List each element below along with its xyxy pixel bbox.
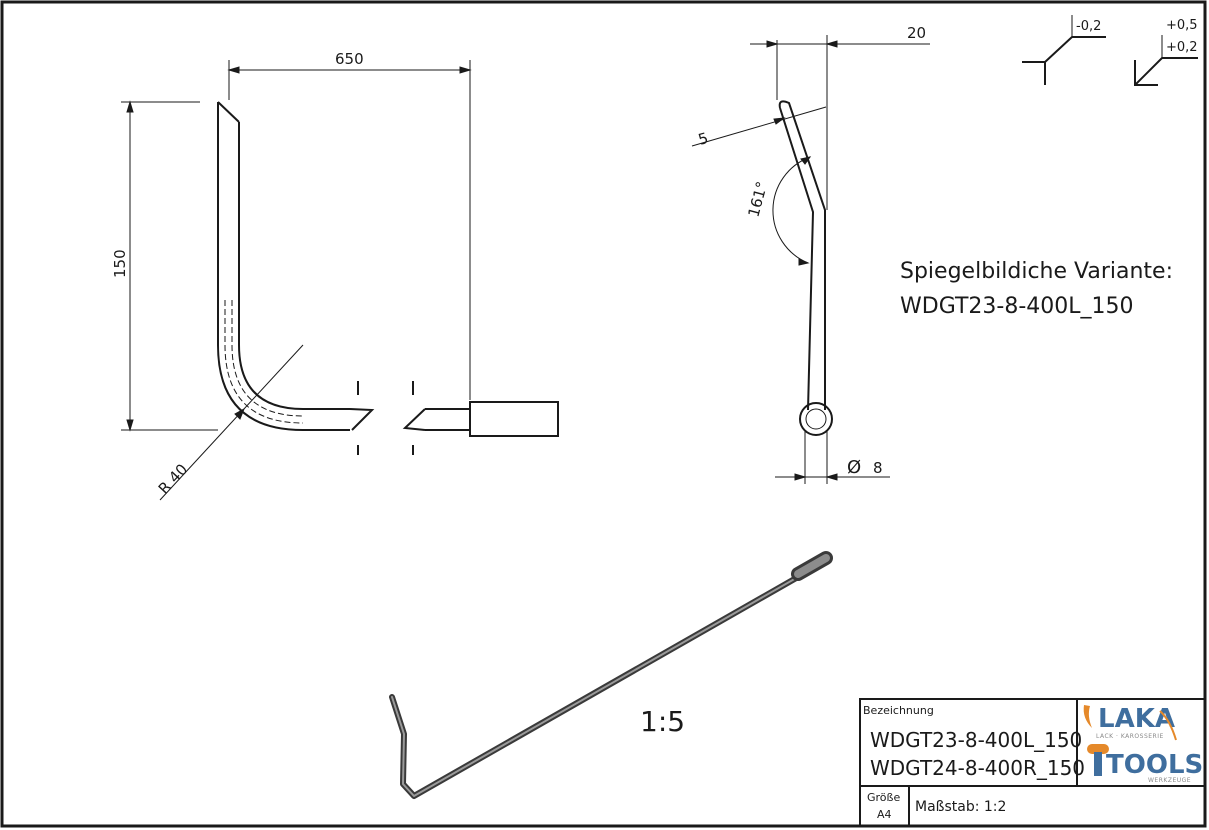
tolerance-general: -0,2 [1076,19,1101,34]
company-logo: LAKA LACK · KAROSSERIE TOOLS WERKZEUGE [1083,704,1203,784]
front-view-hidden-lines [224,300,304,424]
front-view-dimension-lines [121,60,472,501]
isometric-view [389,551,833,799]
dim-tip: 5 [696,129,710,149]
logo-bottom-text: TOOLS [1106,750,1203,780]
dim-diameter-symbol: Ø [847,457,861,478]
dim-offset: 20 [907,24,926,42]
part-number-1: WDGT23-8-400L_150 [870,728,1082,752]
size-value: A4 [877,808,892,821]
side-view [778,100,833,436]
front-view [217,101,559,455]
logo-top-sub: LACK · KAROSSERIE [1096,733,1164,740]
iso-scale-label: 1:5 [640,705,685,738]
tolerance-edge-upper: +0,5 [1166,18,1198,33]
dim-angle: 161° [744,179,771,219]
laka-swoosh-icon [1083,705,1092,728]
scale-text: Maßstab: 1:2 [915,799,1006,815]
logo-bottom-sub: WERKZEUGE [1148,777,1191,784]
dim-height: 150 [111,249,129,278]
part-number-2: WDGT24-8-400R_150 [870,756,1085,780]
mirror-variant-note: Spiegelbildiche Variante: [900,259,1173,284]
mirror-variant-part: WDGT23-8-400L_150 [900,294,1134,319]
dim-diameter-value: 8 [873,459,883,477]
dim-length: 650 [335,50,364,68]
side-view-dimension-lines [691,35,930,484]
tools-hammer-icon [1087,744,1109,754]
designation-label: Bezeichnung [863,704,934,717]
tolerance-edge-lower: +0,2 [1166,40,1198,55]
logo-top-text: LAKA [1098,704,1175,734]
size-label: Größe [867,791,900,804]
tolerance-symbols [1022,15,1198,86]
title-block [859,698,1206,827]
dim-radius: R 40 [155,460,192,497]
